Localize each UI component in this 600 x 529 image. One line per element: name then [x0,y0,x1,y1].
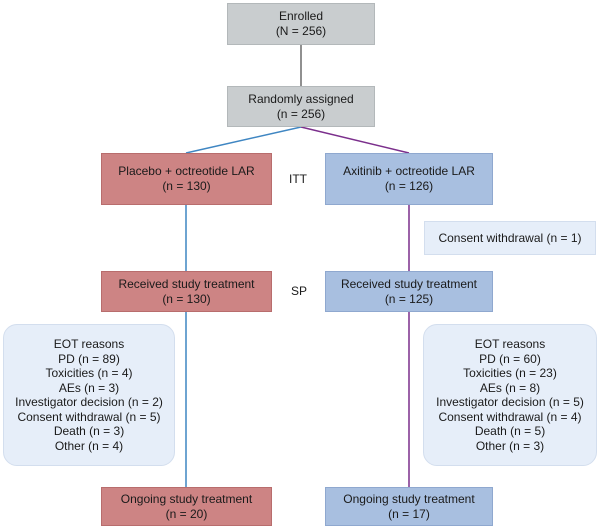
placebo-ongoing-label: Ongoing study treatment [120,491,253,506]
axitinib-eot-consent: Consent withdrawal (n = 4) [438,409,582,424]
placebo-received-box: Received study treatment (n = 130) [101,271,272,312]
placebo-received-count: (n = 130) [162,291,211,306]
randomized-count: (n = 256) [276,106,326,121]
enrolled-label: Enrolled [278,9,324,23]
axitinib-received-box: Received study treatment (n = 125) [325,271,493,312]
placebo-arm-label: Placebo + octreotide LAR [118,164,255,178]
axitinib-arm-label: Axitinib + octreotide LAR [343,164,475,178]
placebo-eot-title: EOT reasons [53,337,125,351]
axitinib-ongoing-count: (n = 17) [388,506,430,521]
placebo-eot-investigator: Investigator decision (n = 2) [15,395,163,409]
placebo-eot-consent: Consent withdrawal (n = 5) [17,409,161,424]
placebo-eot-pd: PD (n = 89) [58,351,120,366]
itt-label: ITT [289,172,307,186]
placebo-eot-aes: AEs (n = 3) [58,380,120,395]
randomized-box: Randomly assigned (n = 256) [227,86,375,127]
placebo-ongoing-box: Ongoing study treatment (n = 20) [101,487,272,526]
placebo-arm-count: (n = 130) [162,179,211,193]
enrolled-box: Enrolled (N = 256) [227,3,375,45]
axitinib-ongoing-box: Ongoing study treatment (n = 17) [325,487,493,526]
sp-label: SP [291,284,308,298]
axitinib-arm-count: (n = 126) [384,179,434,193]
placebo-ongoing-count: (n = 20) [165,506,208,521]
axitinib-received-label: Received study treatment [340,276,478,291]
axitinib-eot-title: EOT reasons [474,337,546,351]
axitinib-eot-investigator: Investigator decision (n = 5) [436,395,584,409]
placebo-received-label: Received study treatment [118,276,255,291]
axitinib-arm-box: Axitinib + octreotide LAR (n = 126) [325,153,493,205]
consent-withdrawal-text: Consent withdrawal (n = 1) [438,230,582,245]
placebo-eot-death: Death (n = 3) [53,424,125,438]
randomized-label: Randomly assigned [248,91,354,106]
axitinib-eot-box: EOT reasons PD (n = 60) Toxicities (n = … [423,324,597,466]
placebo-eot-other: Other (n = 4) [54,438,124,453]
enrolled-count: (N = 256) [275,24,327,38]
connector-randomized-to-axitinib [300,126,410,154]
placebo-arm-box: Placebo + octreotide LAR (n = 130) [101,153,272,205]
axitinib-eot-aes: AEs (n = 8) [479,380,541,395]
placebo-eot-box: EOT reasons PD (n = 89) Toxicities (n = … [3,324,175,466]
axitinib-ongoing-label: Ongoing study treatment [343,491,475,506]
axitinib-eot-other: Other (n = 3) [475,438,545,453]
consent-withdrawal-box: Consent withdrawal (n = 1) [424,221,596,255]
axitinib-eot-toxicities: Toxicities (n = 23) [463,366,557,380]
placebo-eot-toxicities: Toxicities (n = 4) [45,366,133,380]
axitinib-received-count: (n = 125) [384,291,434,306]
axitinib-eot-death: Death (n = 5) [474,424,546,438]
connector-randomized-to-placebo [185,126,302,154]
axitinib-eot-pd: PD (n = 60) [479,351,541,366]
